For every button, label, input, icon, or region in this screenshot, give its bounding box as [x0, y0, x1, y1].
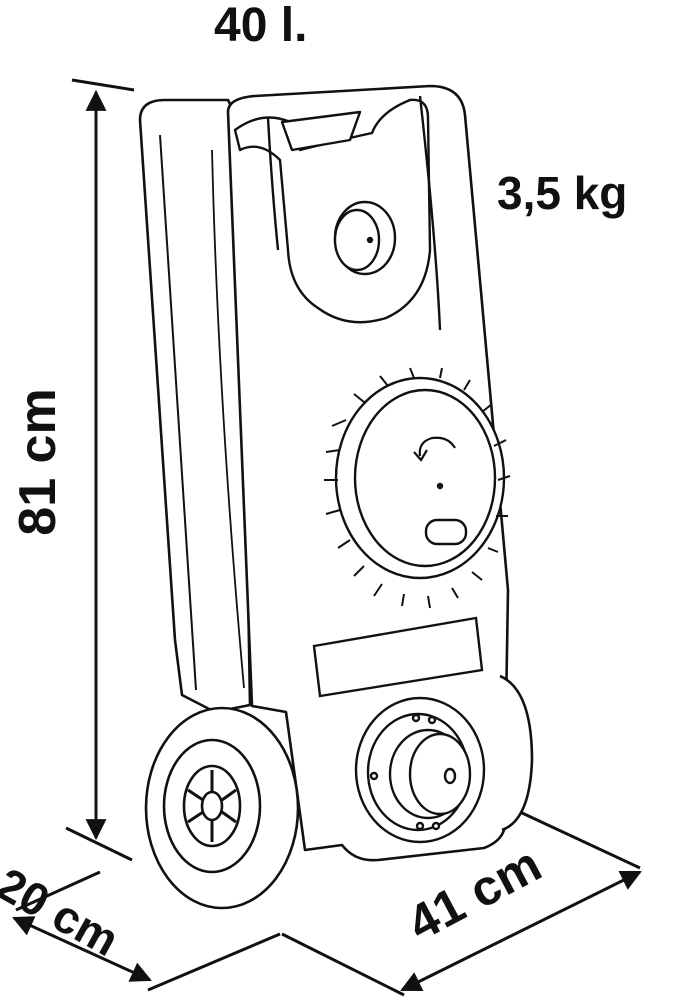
- side-edge-line: [159, 134, 197, 691]
- outlet-valve: [354, 696, 486, 844]
- weight-label: 3,5 kg: [497, 167, 628, 219]
- right-wheel: [499, 674, 534, 832]
- height-label: 81 cm: [9, 388, 67, 536]
- capacity-label: 40 l.: [214, 0, 308, 52]
- side-groove: [211, 149, 245, 689]
- depth-dimension: [12, 870, 281, 992]
- height-dimension: [65, 78, 135, 862]
- main-screw-cap: [324, 367, 511, 609]
- vent-cap: [333, 200, 397, 276]
- label-plate: [312, 616, 484, 698]
- left-wheel: [144, 706, 300, 910]
- width-dimension: [281, 810, 642, 997]
